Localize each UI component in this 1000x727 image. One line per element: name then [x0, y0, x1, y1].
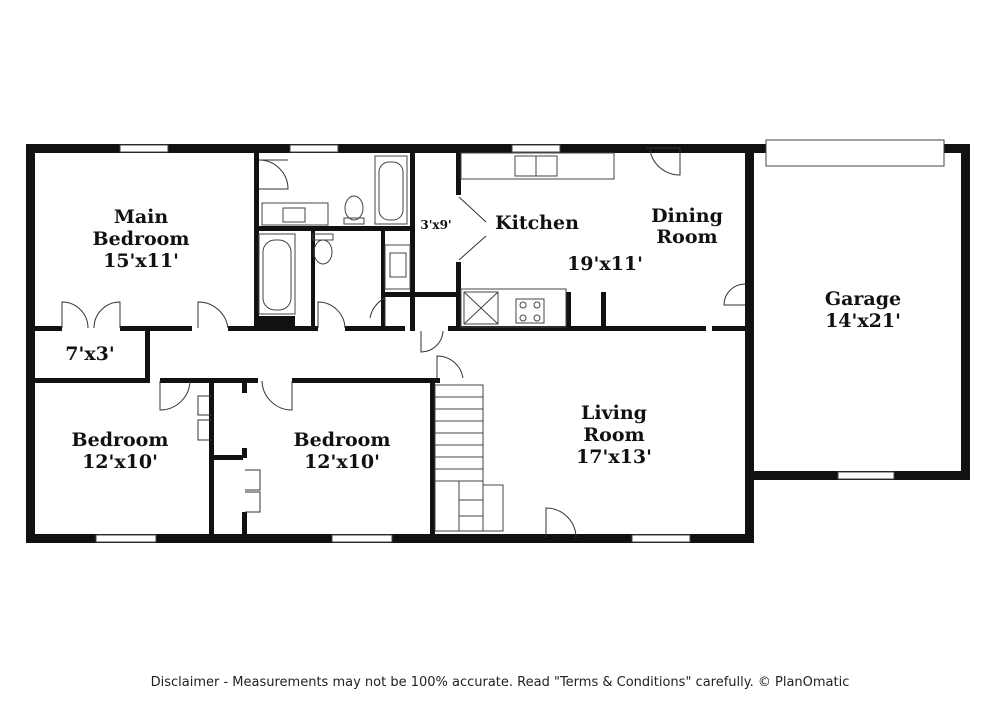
closet-size: 7'x3'	[65, 343, 114, 365]
main-bedroom-name-1: Main	[114, 206, 169, 228]
main-bedroom-size: 15'x11'	[103, 250, 179, 272]
dining-name-2: Room	[656, 226, 717, 248]
main-bedroom-name-2: Bedroom	[93, 228, 190, 250]
living-name-2: Room	[583, 424, 644, 446]
dining-name-1: Dining	[651, 205, 723, 227]
pantry-size: 3'x9'	[420, 218, 451, 232]
interior-walls	[26, 153, 754, 538]
living-name-1: Living	[581, 402, 647, 424]
bedroom-mid-name: Bedroom	[294, 429, 391, 451]
fixtures	[258, 152, 615, 532]
garage-name: Garage	[825, 288, 901, 310]
windows	[95, 139, 945, 543]
bedroom-left-size: 12'x10'	[82, 451, 158, 473]
bedroom-mid-size: 12'x10'	[304, 451, 380, 473]
doors	[61, 147, 746, 539]
kitchen-name: Kitchen	[495, 212, 579, 234]
garage-size: 14'x21'	[825, 310, 901, 332]
room-labels: Main Bedroom 15'x11' 7'x3' 3'x9' Kitchen…	[65, 205, 901, 473]
kitchen-dining-size: 19'x11'	[567, 253, 643, 275]
disclaimer-text: Disclaimer - Measurements may not be 100…	[150, 675, 850, 690]
bedroom-left-name: Bedroom	[72, 429, 169, 451]
living-size: 17'x13'	[576, 446, 652, 468]
exterior-walls	[26, 144, 970, 543]
